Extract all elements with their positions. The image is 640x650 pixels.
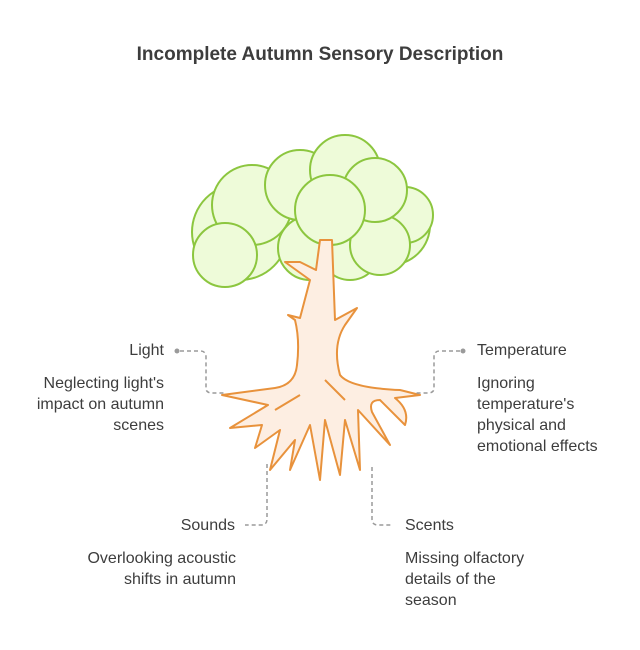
- diagram-title: Incomplete Autumn Sensory Description: [136, 44, 504, 65]
- temperature-description: Ignoring temperature's physical and emot…: [477, 375, 598, 455]
- scents-label: Scents: [405, 517, 454, 534]
- sounds-label: Sounds: [180, 517, 235, 534]
- canopy: [191, 134, 434, 288]
- connectors: [180, 350, 460, 526]
- connector-dot: [460, 348, 466, 354]
- sounds-description: Overlooking acoustic shifts in autumn: [87, 550, 236, 588]
- scents-description: Missing olfactory details of the season: [405, 550, 525, 609]
- light-label: Light: [129, 342, 164, 359]
- connector-dot: [174, 348, 180, 354]
- temperature-label: Temperature: [477, 342, 567, 359]
- trunk-and-roots: [221, 239, 421, 481]
- light-description: Neglecting light's impact on autumn scen…: [36, 375, 164, 434]
